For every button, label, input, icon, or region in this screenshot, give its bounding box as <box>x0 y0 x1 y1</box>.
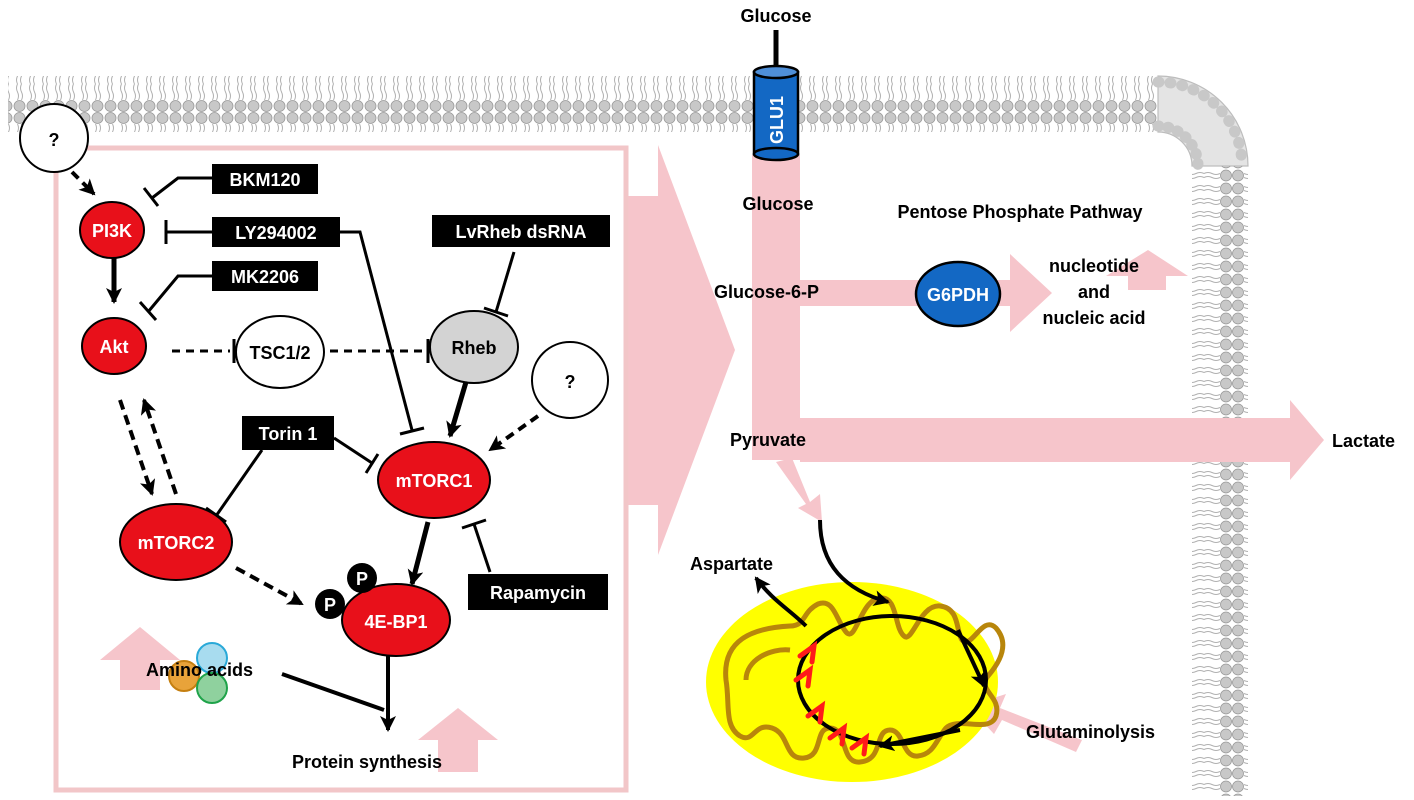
unknown-right-label: ? <box>565 372 576 392</box>
ly294002-label: LY294002 <box>235 223 316 243</box>
membrane-corner <box>1157 75 1249 167</box>
amino-acid-icon <box>168 642 228 704</box>
mtorc2-label: mTORC2 <box>138 533 215 553</box>
mtorc1-node <box>377 441 491 519</box>
mk2206-box <box>212 261 318 291</box>
mtorc1-label: mTORC1 <box>396 471 473 491</box>
torin1-box <box>242 416 334 450</box>
phospho-marker-2 <box>315 589 345 619</box>
protein-synthesis-label: Protein synthesis <box>292 752 442 772</box>
pyruvate-arrow <box>776 458 822 522</box>
eb1-node <box>341 583 451 657</box>
rapamycin-box <box>468 574 608 610</box>
bkm120-box <box>212 164 318 194</box>
akt-label: Akt <box>99 337 128 357</box>
cell-membrane <box>8 75 1249 796</box>
g6pdh-node <box>914 260 1002 328</box>
signaling-edges <box>70 170 540 732</box>
unknown-node-right <box>531 341 609 419</box>
phospho-marker-1 <box>347 563 377 593</box>
membrane-horizontal <box>8 76 1158 132</box>
ly294002-box <box>212 217 340 247</box>
lvrheb-box <box>432 215 610 247</box>
pyruvate-label: Pyruvate <box>730 430 806 450</box>
nucleotide-up-arrow <box>1106 250 1188 290</box>
nucleotide-label-1: nucleotide <box>1049 256 1139 276</box>
g6pdh-label: G6PDH <box>927 285 989 305</box>
tsc-label: TSC1/2 <box>249 343 310 363</box>
pi3k-node <box>79 201 145 259</box>
tca-to-aspartate-arrow <box>754 576 808 628</box>
glucose-inside-label: Glucose <box>742 194 813 214</box>
phospho-label-2: P <box>324 595 336 615</box>
ppp-title: Pentose Phosphate Pathway <box>897 202 1142 222</box>
lactate-arrow <box>800 400 1324 480</box>
tca-red-marks <box>793 640 870 757</box>
rheb-node <box>429 310 519 384</box>
mitochondrion-cristae <box>723 595 1006 765</box>
mitochondrion <box>706 582 1006 782</box>
amino-acids-up-arrow <box>100 627 180 690</box>
lactate-label: Lactate <box>1332 431 1395 451</box>
mk2206-label: MK2206 <box>231 267 299 287</box>
aspartate-label: Aspartate <box>690 554 773 574</box>
pyruvate-to-tca-arrow <box>818 519 890 606</box>
rapamycin-label: Rapamycin <box>490 583 586 603</box>
phospho-label-1: P <box>356 569 368 589</box>
torin1-label: Torin 1 <box>259 424 318 444</box>
glu1-transporter: GLU1 <box>752 64 800 162</box>
pi3k-label: PI3K <box>92 221 132 241</box>
glutaminolysis-label: Glutaminolysis <box>1026 722 1155 742</box>
glu1-label: GLU1 <box>767 96 787 144</box>
amino-acids-label: Amino acids <box>146 660 253 680</box>
akt-node <box>81 317 147 375</box>
rheb-label: Rheb <box>452 338 497 358</box>
mtorc2-node <box>119 503 233 581</box>
lvrheb-label: LvRheb dsRNA <box>455 222 586 242</box>
tca-cycle <box>754 519 988 757</box>
g6p-label: Glucose-6-P <box>714 282 819 302</box>
unknown-top-label: ? <box>49 130 60 150</box>
bkm120-label: BKM120 <box>229 170 300 190</box>
nucleotide-label-3: nucleic acid <box>1042 308 1145 328</box>
membrane-vertical <box>1192 166 1248 796</box>
unknown-node-top <box>19 103 89 173</box>
protein-up-arrow <box>418 708 498 772</box>
signal-to-metabolism-arrow <box>628 145 735 555</box>
glucose-outside-label: Glucose <box>740 6 811 26</box>
eb1-label: 4E-BP1 <box>364 612 427 632</box>
glucose-trunk <box>752 155 800 460</box>
nucleotide-label-2: and <box>1078 282 1110 302</box>
signaling-frame <box>53 145 629 793</box>
tsc-node <box>235 315 325 389</box>
